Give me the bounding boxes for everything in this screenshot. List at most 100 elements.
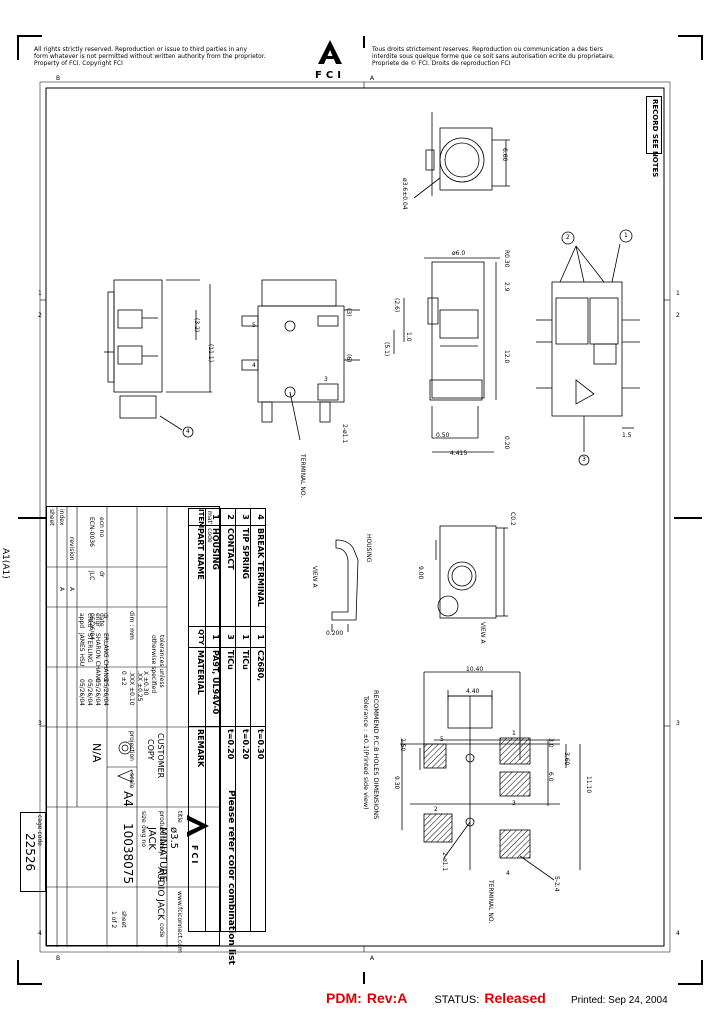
product-family: AUDIO JACK <box>155 867 165 920</box>
date-appd: 05/26/04 <box>78 679 85 706</box>
engr-label: engr <box>94 613 101 627</box>
dim-9-30: 9.30 <box>393 776 400 790</box>
balloon-label-1: 1 <box>624 232 628 239</box>
pin-marker-5: 5 <box>252 322 256 329</box>
sheet-of: 1 of 2 <box>110 911 117 929</box>
pdm-status-bar: PDM: Rev:A STATUS: Released Printed: Sep… <box>326 988 716 1008</box>
dwg-no-label: dwg no <box>140 825 147 847</box>
tolerance-line-6: 0 ±2 <box>120 671 127 686</box>
dim-1-5: 1.5 <box>622 432 632 439</box>
revision-label: revision <box>68 537 75 561</box>
zone-col-top-b: B <box>56 75 61 82</box>
zone-col-top-a: A <box>370 75 375 82</box>
zone-row-left-2: 2 <box>38 312 42 319</box>
cage-code-label: cage code <box>36 815 43 846</box>
code-label: code <box>158 923 165 938</box>
dim-3-0: 3.0 <box>547 738 554 748</box>
balloon-1b <box>619 229 633 243</box>
pcb-pad <box>499 771 531 797</box>
dim-2-50: 2.50 <box>399 738 406 752</box>
rev-head-ecn: ecn no <box>98 517 105 538</box>
fci-small-text: FCI <box>190 845 199 866</box>
dim-2-6: (2.6) <box>393 298 400 313</box>
scale-label: scale <box>128 773 135 789</box>
zone-row-right-1: 1 <box>676 290 680 297</box>
dim-r030: R0.30 <box>503 250 510 268</box>
zone-row-right-2: 2 <box>676 312 680 319</box>
pin-marker-3: 3 <box>324 376 328 383</box>
pcb-title: RECOMMEND P.C.B HOLES DIMENSIONS <box>372 690 380 820</box>
fci-logo-small <box>183 811 213 841</box>
size-label: size <box>140 811 147 823</box>
fci-small-mark-icon <box>187 815 209 837</box>
pcb-pad <box>423 743 447 769</box>
dim-12-0: 12.0 <box>503 350 510 364</box>
zone-row-left-4: 4 <box>38 930 42 937</box>
balloon-1 <box>182 426 194 438</box>
copyright-notice-en: All rights strictly reserved. Reproducti… <box>34 46 266 67</box>
balloon-label-4: 4 <box>186 428 190 435</box>
pcb-pad <box>499 829 531 859</box>
tolerance-line-2: otherwise specified <box>150 635 157 694</box>
zone-row-right-4: 4 <box>676 930 680 937</box>
dim-5-2-4: 5-2.4 <box>553 876 560 892</box>
pdm-label: PDM: <box>326 990 362 1006</box>
rev-row-dr: JLC <box>88 571 95 581</box>
dim-2-9: 2.9 <box>503 282 510 292</box>
dim-11-10: 11.10 <box>585 776 592 794</box>
pcb-pad <box>499 737 531 765</box>
sheet-label-2: sheet <box>120 911 127 928</box>
dim-11-1: (11.1) <box>207 344 214 363</box>
pin-marker-4: 4 <box>252 362 256 369</box>
label-view-a: VIEW A <box>311 566 318 588</box>
pcb-tolerance: Tolerance : ±0.1(Printed side view) <box>362 696 370 810</box>
initials-dr: ERLANG CHANG <box>102 633 109 682</box>
index-label: index <box>58 509 65 526</box>
sheet-label: sheet <box>48 509 55 526</box>
zone-col-bottom-b: B <box>56 955 61 962</box>
product-family-label: product family <box>158 811 165 855</box>
initials-chkd: STERLING <box>86 633 93 663</box>
zone-row-right-3: 3 <box>676 720 680 727</box>
dim-2-phi-1-1-pcb: 2-ø1.1 <box>441 852 448 872</box>
dim-6: (6) <box>345 354 352 363</box>
copyright-notice-fr: Tous droits strictement reserves. Reprod… <box>372 46 615 67</box>
status-value: Released <box>484 990 546 1006</box>
label-terminal-no: TERMINAL NO. <box>299 454 306 498</box>
scale-value: N/A <box>90 743 103 763</box>
dim-6-60: 6.60 <box>501 148 508 162</box>
dim-3-2: (3.2) <box>193 318 200 333</box>
date-chkd: 05/26/04 <box>86 679 93 706</box>
tolerance-line-3: X ±0.30 <box>142 671 149 696</box>
zone-row-left-3: 3 <box>38 720 42 727</box>
dim-2-phi-1-1: 2-ø1.1 <box>341 424 348 444</box>
tolerance-line-1: tolerances unless <box>158 635 165 688</box>
rev-head-dr: dr <box>98 571 105 578</box>
initials-appd: JAMES HSU <box>78 633 85 667</box>
balloon-label-3: 3 <box>582 456 586 463</box>
pad-number-4: 4 <box>506 870 510 877</box>
date-engr: 05/26/04 <box>94 679 101 706</box>
dim-0-200: 0.200 <box>326 630 344 637</box>
label-terminal-no-pcb: TERMINAL NO. <box>487 880 494 924</box>
bom-row: 2 CONTACT 3 TiCu t=0.20 <box>220 508 235 932</box>
zone-row-left-1: 1 <box>38 290 42 297</box>
appd-label: appd <box>78 613 85 629</box>
customer-label: CUSTOMER <box>156 733 165 779</box>
dim-10-40: 10.40 <box>466 666 484 673</box>
cage-code-box: cage code 22526 <box>20 812 46 892</box>
record-notes-box: RECORD SEE NOTES <box>646 96 662 177</box>
pad-number-2: 2 <box>434 806 438 813</box>
units-label: dim : mm <box>128 611 135 640</box>
dim-5-1: (5.1) <box>383 342 390 357</box>
fci-logo-mark-icon <box>318 40 342 64</box>
fci-logo-text: FCI <box>315 70 345 81</box>
dim-phi-6: ø6.0 <box>452 250 466 257</box>
pcb-pad <box>423 813 453 843</box>
title-block: sheet index revision A A ecn no dr date … <box>46 506 221 953</box>
tolerance-line-5: .XXX ±0.10 <box>128 671 135 706</box>
rev-a-2: A <box>68 587 75 592</box>
zone-col-bottom-a: A <box>370 955 375 962</box>
chkd-label: chkd <box>86 613 93 628</box>
